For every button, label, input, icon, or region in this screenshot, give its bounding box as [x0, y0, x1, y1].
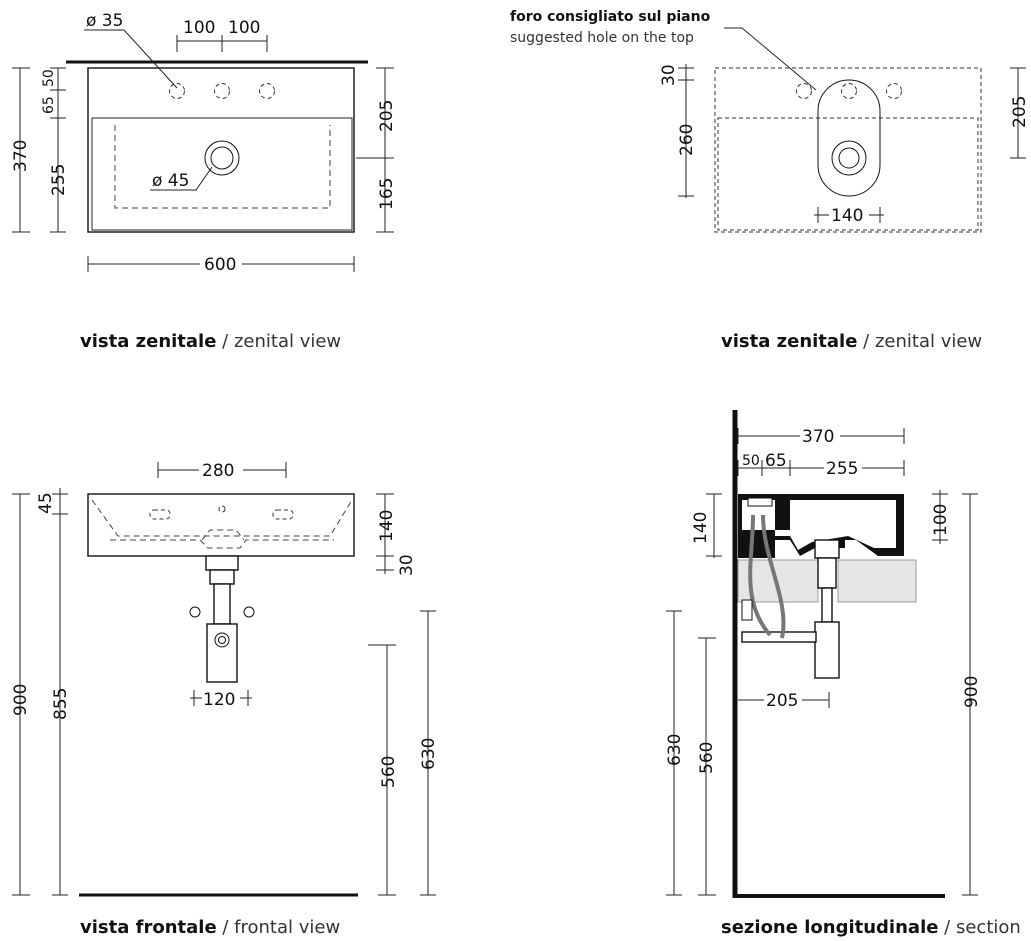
dim-630-section: 630 [665, 734, 685, 766]
caption-section: sezione longitudinale / section [721, 917, 1021, 938]
dim-140-section: 140 [691, 512, 711, 544]
frontal-view: 280 900 45 855 140 30 120 560 630 [11, 459, 439, 938]
zenital-view-right: foro consigliato sul piano suggested hol… [510, 9, 1030, 352]
dim-65-section: 65 [765, 451, 787, 471]
dim-370-section: 370 [802, 427, 834, 447]
dim-205-right: 205 [1010, 96, 1030, 128]
dim-165: 165 [377, 178, 397, 210]
dim-spacing-b: 100 [228, 18, 260, 38]
dim-560: 560 [379, 756, 399, 788]
dim-100-section: 100 [931, 504, 951, 536]
section-view: 370 50 65 255 140 100 900 205 630 [665, 410, 1021, 938]
dim-spacing-a: 100 [183, 18, 215, 38]
dim-600: 600 [204, 255, 236, 275]
note-suggested-hole-it: foro consigliato sul piano [510, 9, 711, 25]
dim-30-front: 30 [397, 554, 417, 576]
dim-50: 50 [41, 69, 57, 87]
dim-370: 370 [11, 140, 31, 172]
zenital-view-left: ø 35 ø 45 100 100 370 50 65 255 205 165 [11, 11, 397, 352]
dim-140: 140 [831, 206, 863, 226]
dim-50-section: 50 [742, 453, 760, 469]
dim-drain-45: ø 45 [152, 171, 189, 191]
dim-65: 65 [41, 96, 57, 114]
dim-630: 630 [419, 738, 439, 770]
dim-855: 855 [51, 688, 71, 720]
dim-280: 280 [202, 461, 234, 481]
caption-frontal: vista frontale / frontal view [80, 917, 340, 938]
dim-260: 260 [677, 124, 697, 156]
dim-560-section: 560 [697, 742, 717, 774]
dim-205-section: 205 [766, 691, 798, 711]
dim-205: 205 [377, 100, 397, 132]
note-suggested-hole-en: suggested hole on the top [510, 30, 694, 46]
dim-45: 45 [36, 492, 56, 514]
dim-hole-35: ø 35 [86, 11, 123, 31]
dim-30: 30 [659, 64, 679, 86]
caption-zenital-right: vista zenitale / zenital view [721, 331, 982, 352]
dim-255: 255 [49, 164, 69, 196]
dim-255-section: 255 [826, 459, 858, 479]
dim-900: 900 [11, 684, 31, 716]
dim-140-front: 140 [377, 510, 397, 542]
dim-900-section: 900 [962, 676, 982, 708]
dim-120: 120 [203, 690, 235, 710]
caption-zenital-left: vista zenitale / zenital view [80, 331, 341, 352]
